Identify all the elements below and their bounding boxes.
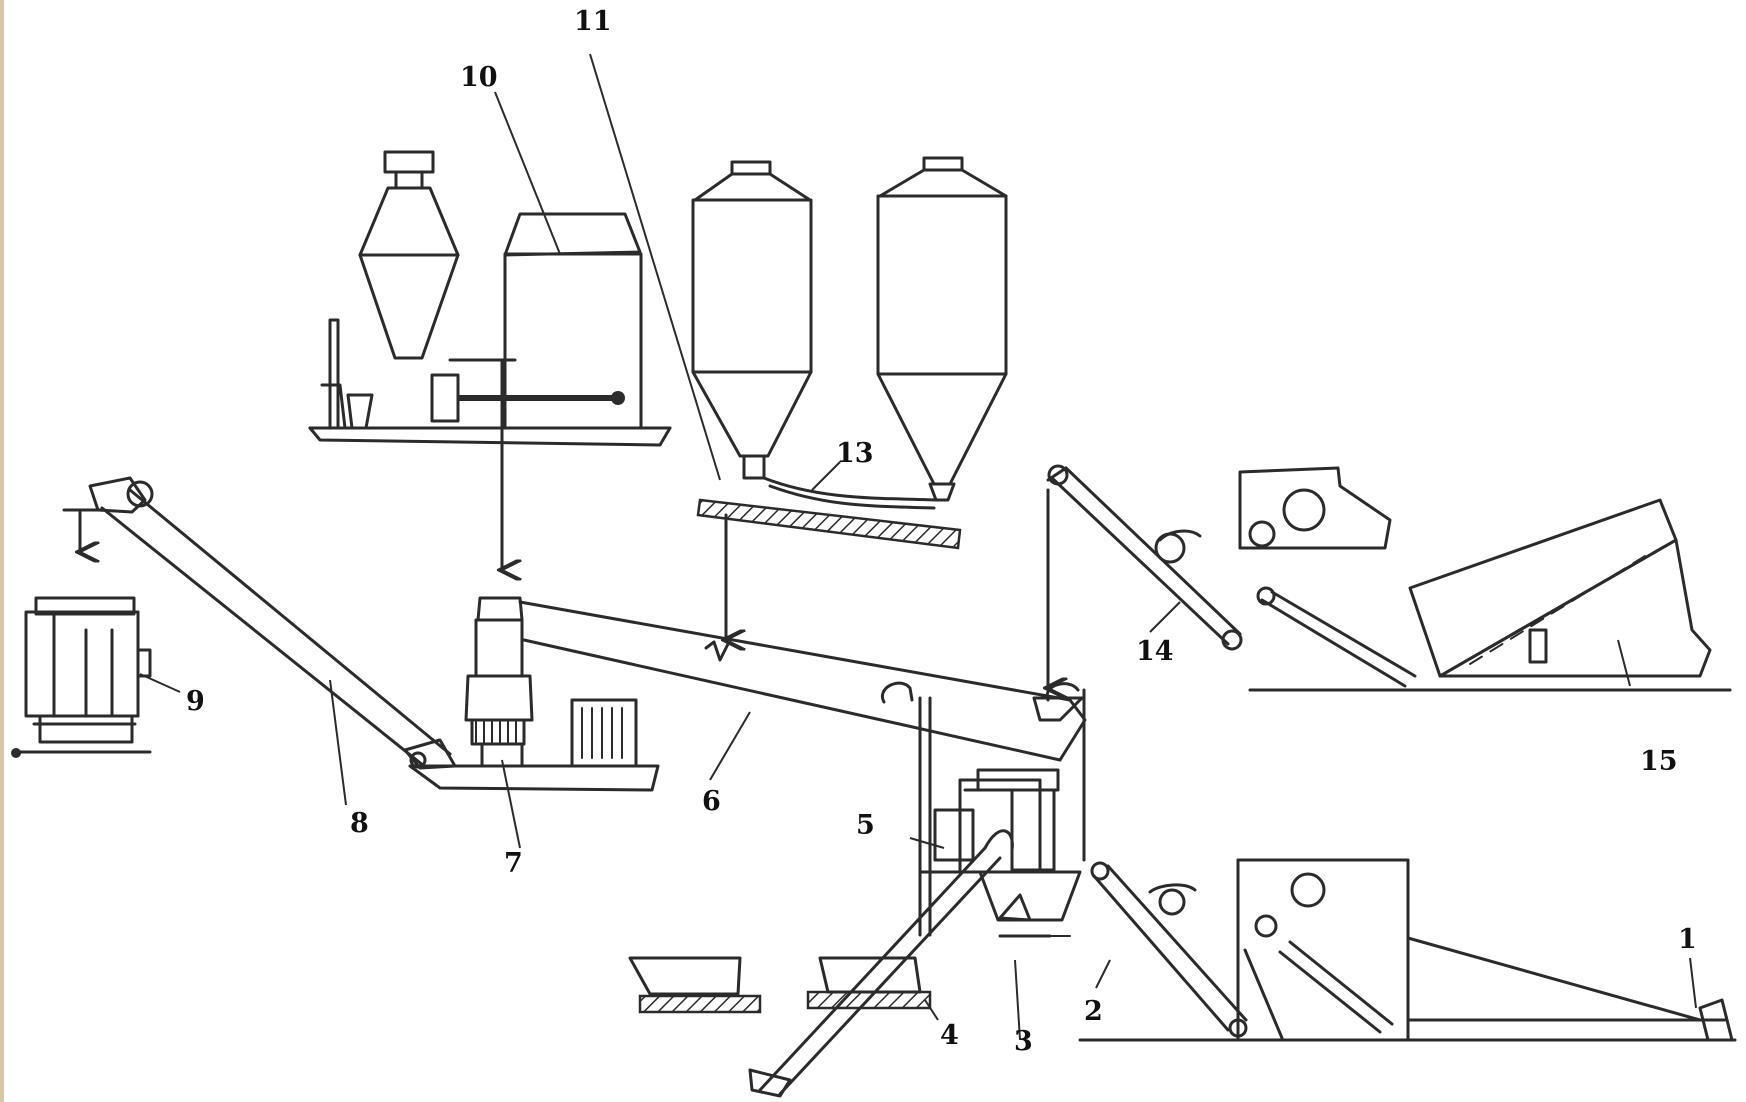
- label-8: 8: [350, 808, 369, 839]
- leader-lines: [139, 53, 1697, 1041]
- label-7: 7: [504, 848, 523, 879]
- receiver-15: [1238, 466, 1732, 692]
- label-2: 2: [1084, 996, 1103, 1027]
- mill-7: [408, 596, 660, 792]
- label-1: 1: [1678, 924, 1697, 955]
- pipe-6: [518, 600, 1087, 762]
- label-15: 15: [1640, 746, 1678, 777]
- crusher-3: [978, 870, 1082, 938]
- label-5: 5: [856, 810, 875, 841]
- conveyor-14: [1046, 464, 1243, 651]
- receiver-1: [1228, 858, 1737, 1042]
- label-10: 10: [460, 62, 498, 93]
- label-6: 6: [702, 786, 721, 817]
- label-9: 9: [186, 686, 205, 717]
- screw-4: [628, 829, 1014, 1098]
- silos-13: [691, 156, 1008, 640]
- label-11: 11: [574, 6, 612, 37]
- truck-9: [11, 596, 152, 758]
- bunker-unit-5: [918, 488, 1086, 937]
- label-4: 4: [940, 1020, 959, 1051]
- elevator-8: [62, 476, 457, 770]
- paper-edge: [0, 0, 4, 1102]
- label-3: 3: [1014, 1026, 1033, 1057]
- mixer-unit-10: [308, 150, 672, 570]
- label-14: 14: [1136, 636, 1174, 667]
- conveyor-2: [1078, 861, 1262, 1042]
- label-13: 13: [836, 438, 874, 469]
- callout-labels: 1 2 3 4 5 6 7 8 9 10 11 13 14 15: [186, 6, 1697, 1057]
